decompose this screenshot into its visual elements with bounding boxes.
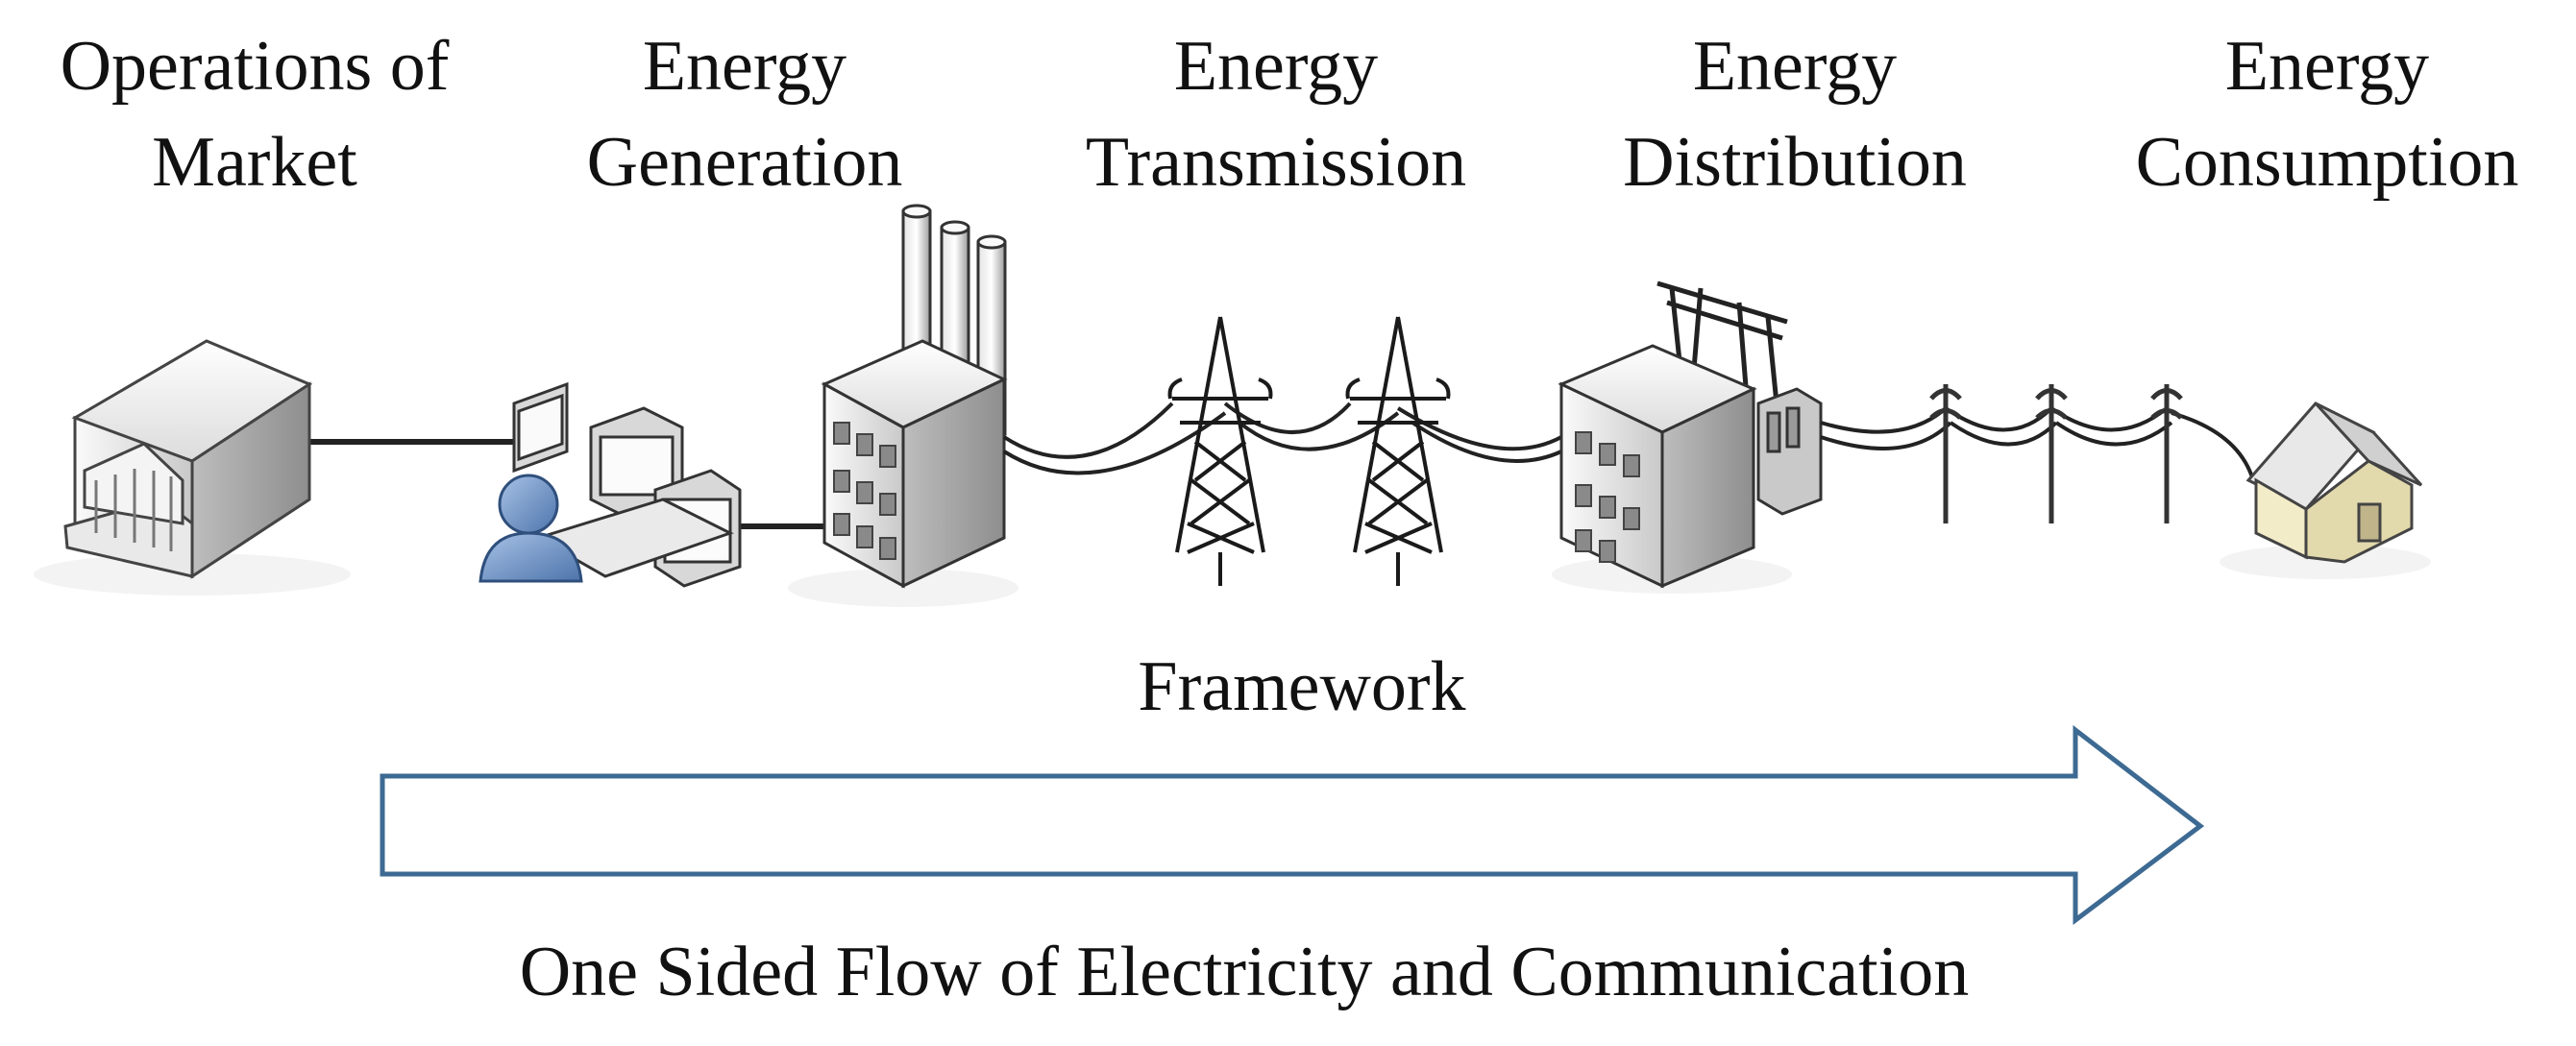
transmission-tower-icon — [1167, 316, 1273, 586]
stage-label-transmission: Energy Transmission — [1026, 31, 1526, 223]
stage-label-line2: Market — [152, 123, 357, 202]
power-plant-icon — [821, 204, 1008, 589]
stage-label-line1: Energy — [1173, 27, 1379, 106]
transformer-icon — [1756, 387, 1823, 516]
stage-label-line2: Generation — [586, 123, 903, 202]
stage-label-distribution: Energy Distribution — [1545, 31, 2045, 223]
ground-shadows — [34, 545, 2431, 607]
utility-pole-icon — [2035, 384, 2068, 523]
utility-pole-icon — [1929, 384, 1962, 523]
person-icon — [478, 474, 583, 583]
stage-label-line1: Energy — [1692, 27, 1898, 106]
stage-label-consumption: Energy Consumption — [2077, 31, 2576, 223]
operator-workstation-icon — [478, 381, 742, 588]
stage-label-line1: Energy — [2224, 27, 2430, 106]
stage-label-line1: Energy — [642, 27, 847, 106]
flow-caption: One Sided Flow of Electricity and Commun… — [519, 933, 1970, 1011]
flow-arrow-icon — [380, 724, 2205, 926]
house-icon — [2245, 401, 2423, 564]
stage-label-line2: Distribution — [1623, 123, 1967, 202]
framework-label: Framework — [1138, 647, 1466, 726]
stage-label-generation: Energy Generation — [495, 31, 994, 223]
substation-icon — [1558, 280, 1823, 589]
stage-label-line1: Operations of — [60, 27, 450, 106]
stage-label-market: Operations of Market — [5, 31, 504, 223]
stage-label-line2: Consumption — [2135, 123, 2519, 202]
distribution-cables — [1820, 406, 2255, 481]
transmission-cables — [1002, 401, 1562, 475]
utility-pole-icon — [2150, 384, 2183, 523]
transmission-tower-icon — [1345, 316, 1451, 586]
market-building-icon — [63, 339, 313, 579]
stage-label-line2: Transmission — [1085, 123, 1467, 202]
monitor-icon — [512, 381, 569, 474]
